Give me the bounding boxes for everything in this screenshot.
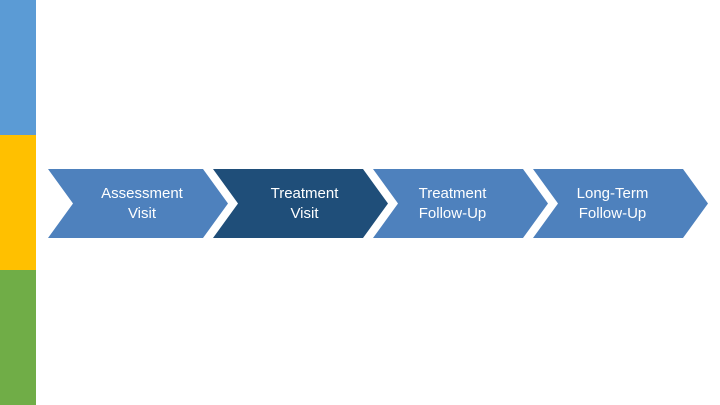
process-step-label: Treatment Follow-Up [418, 185, 487, 222]
process-flow-diagram: Assessment Visit Treatment Visit Treatme… [0, 169, 720, 238]
process-step-treatment-follow-up[interactable]: Treatment Follow-Up [373, 169, 548, 238]
process-step-assessment-visit[interactable]: Assessment Visit [48, 169, 228, 238]
rail-block-green [0, 270, 36, 405]
color-rail [0, 0, 36, 405]
process-step-treatment-visit[interactable]: Treatment Visit [213, 169, 388, 238]
process-step-label: Treatment Visit [270, 185, 339, 222]
rail-block-blue [0, 0, 36, 135]
process-step-label: Long-Term Follow-Up [576, 185, 649, 222]
rail-block-yellow [0, 135, 36, 270]
process-step-long-term-follow-up[interactable]: Long-Term Follow-Up [533, 169, 708, 238]
process-step-label: Assessment Visit [101, 185, 183, 222]
